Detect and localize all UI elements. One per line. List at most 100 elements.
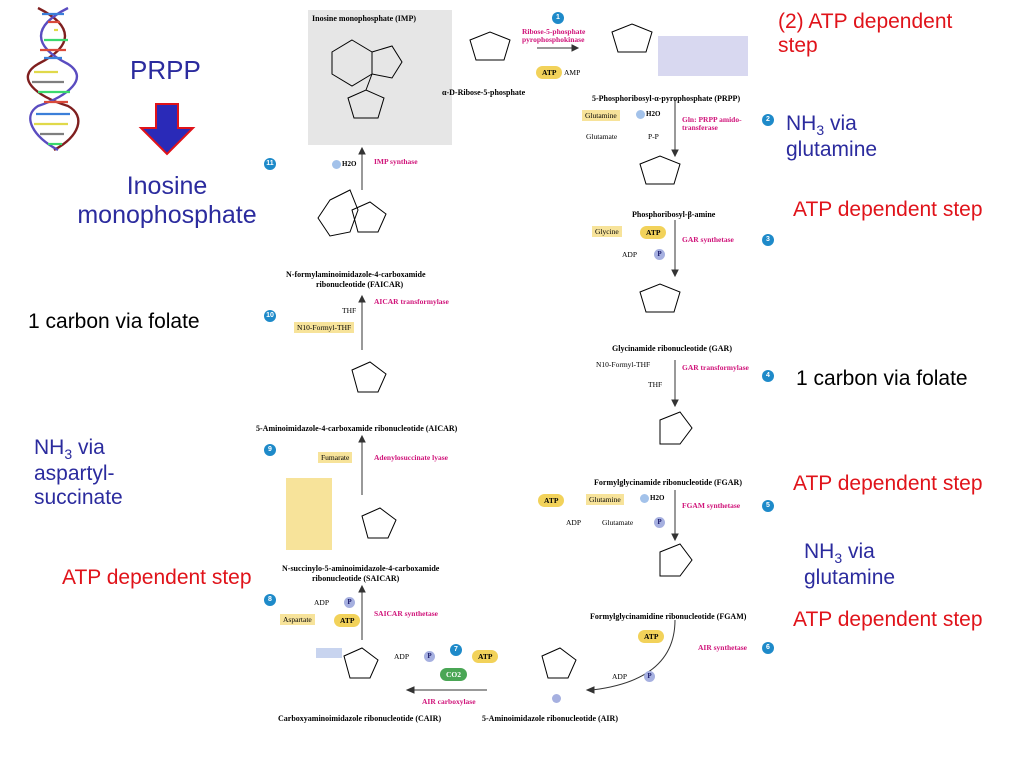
saicar-name-2: ribonucleotide (SAICAR) [312,574,400,583]
aspartate-8: Aspartate [280,614,315,625]
saicar-succinyl-box [286,478,332,550]
prpp-name: 5-Phosphoribosyl-α-pyrophosphate (PRPP) [592,94,741,103]
atp-1: ATP [536,66,563,79]
step-4-badge: 4 [762,370,774,382]
nh3-glutamine-2-sub: 3 [834,550,843,567]
step-11-badge: 11 [264,158,276,170]
purine-synthesis-diagram: Inosine monophosphate (IMP) [252,0,774,740]
step-10-badge: 10 [264,310,276,322]
enzyme-6: AIR synthetase [698,643,747,652]
h2o-2: H2O [636,110,660,119]
step-5-badge: 5 [762,500,774,512]
one-carbon-right-label: 1 carbon via folate [796,367,968,390]
h2o-5-text: H2O [650,494,665,503]
nh3-glutamine-2-rest: via glutamine [804,540,896,590]
imp-name: Inosine monophosphate (IMP) [312,14,417,23]
h2o-2-text: H2O [646,110,661,119]
imp-box [308,10,452,145]
air-ribose-dot [552,694,561,703]
fgar-name: Formylglycinamide ribonucleotide (FGAR) [594,478,742,487]
step-2-badge: 2 [762,114,774,126]
enzyme-10: AICAR transformylase [374,297,449,306]
step-1-badge: 1 [552,12,564,24]
one-carbon-left-label: 1 carbon via folate [28,310,200,333]
p-3: P [654,249,665,260]
n10-formyl-thf-4: N10-Formyl-THF [596,360,651,369]
h2o-5: H2O [640,494,664,503]
p-6: P [644,671,655,682]
enzyme-7: AIR carboxylase [422,697,476,706]
p-5: P [654,517,665,528]
nh3-glutamine-2-main: NH [804,540,835,563]
prpp-label: PRPP [130,55,201,85]
r5p-name: α-D-Ribose-5-phosphate [442,88,526,97]
nh3-aspartyl-rest: via aspartyl-succinate [34,436,123,510]
adp-6: ADP [612,672,628,681]
nh3-glutamine-1-main: NH [786,112,817,135]
fumarate-9: Fumarate [318,452,353,463]
adp-3: ADP [622,250,638,259]
enzyme-1: Ribose-5-phosphate pyrophosphokinase [522,27,586,45]
enzyme-11: IMP synthase [374,157,418,166]
atp-right-1-label: (2) ATP dependent step [778,10,953,58]
h2o-11-text: H2O [342,160,357,169]
cair-name: Carboxyaminoimidazole ribonucleotide (CA… [278,714,442,723]
co2-7: CO2 [440,668,467,681]
atp-7: ATP [472,650,499,663]
inosine-label: Inosine monophosphate [77,172,257,229]
faicar-name-1: N-formylaminoimidazole-4-carboxamide [286,270,426,279]
n10-formyl-thf-10: N10-Formyl-THF [294,322,355,333]
gar-name: Glycinamide ribonucleotide (GAR) [612,344,732,353]
step-9-badge: 9 [264,444,276,456]
nh3-aspartyl-sub: 3 [64,446,73,463]
step-7-badge: 7 [450,644,462,656]
amp-1: AMP [564,68,581,77]
enzyme-2: Gln: PRPP amido-transferase [682,115,742,133]
step-6-badge: 6 [762,642,774,654]
enzyme-4: GAR transformylase [682,363,749,372]
enzyme-5: FGAM synthetase [682,501,741,510]
down-arrow-icon [138,103,196,156]
nh3-aspartyl-main: NH [34,436,65,459]
pp-2: P-P [648,132,659,141]
adp-8: ADP [314,598,330,607]
thf-4: THF [648,380,663,389]
atp-left-label: ATP dependent step [62,566,252,589]
pra-name: Phosphoribosyl-β-amine [632,210,716,219]
atp-5: ATP [538,494,565,507]
adp-7: ADP [394,652,410,661]
atp-6: ATP [638,630,665,643]
air-name: 5-Aminoimidazole ribonucleotide (AIR) [482,714,618,723]
glutamine-2: Glutamine [582,110,620,121]
p-8: P [344,597,355,608]
h2o-11: H2O [332,160,356,169]
glutamine-5: Glutamine [586,494,624,505]
nh3-aspartyl-label: NH3 via aspartyl-succinate [34,436,184,511]
p-7: P [424,651,435,662]
cair-carboxyl-box [316,648,342,658]
nh3-glutamine-1-rest: via glutamine [786,112,878,162]
glycine-3: Glycine [592,226,622,237]
saicar-name-1: N-succinylo-5-aminoimidazole-4-carboxami… [282,564,440,573]
enzyme-8: SAICAR synthetase [374,609,438,618]
nh3-glutamine-1-sub: 3 [816,122,825,139]
fgam-name: Formylglycinamidine ribonucleotide (FGAM… [590,612,747,621]
atp-3: ATP [640,226,667,239]
glutamate-2: Glutamate [586,132,618,141]
dna-helix-image [26,6,80,152]
thf-10: THF [342,306,357,315]
nh3-glutamine-2-label: NH3 via glutamine [804,540,944,590]
glutamate-5: Glutamate [602,518,634,527]
atp-8: ATP [334,614,361,627]
enzyme-9: Adenylosuccinate lyase [374,453,448,462]
aicar-name: 5-Aminoimidazole-4-carboxamide ribonucle… [256,424,458,433]
ring-structures [317,23,748,694]
atp-right-3-label: ATP dependent step [793,472,983,495]
nh3-glutamine-1-label: NH3 via glutamine [786,112,926,162]
atp-right-4-label: ATP dependent step [793,608,983,631]
atp-right-2-label: ATP dependent step [793,198,983,221]
enzyme-3: GAR synthetase [682,235,734,244]
step-8-badge: 8 [264,594,276,606]
step-3-badge: 3 [762,234,774,246]
adp-5: ADP [566,518,582,527]
